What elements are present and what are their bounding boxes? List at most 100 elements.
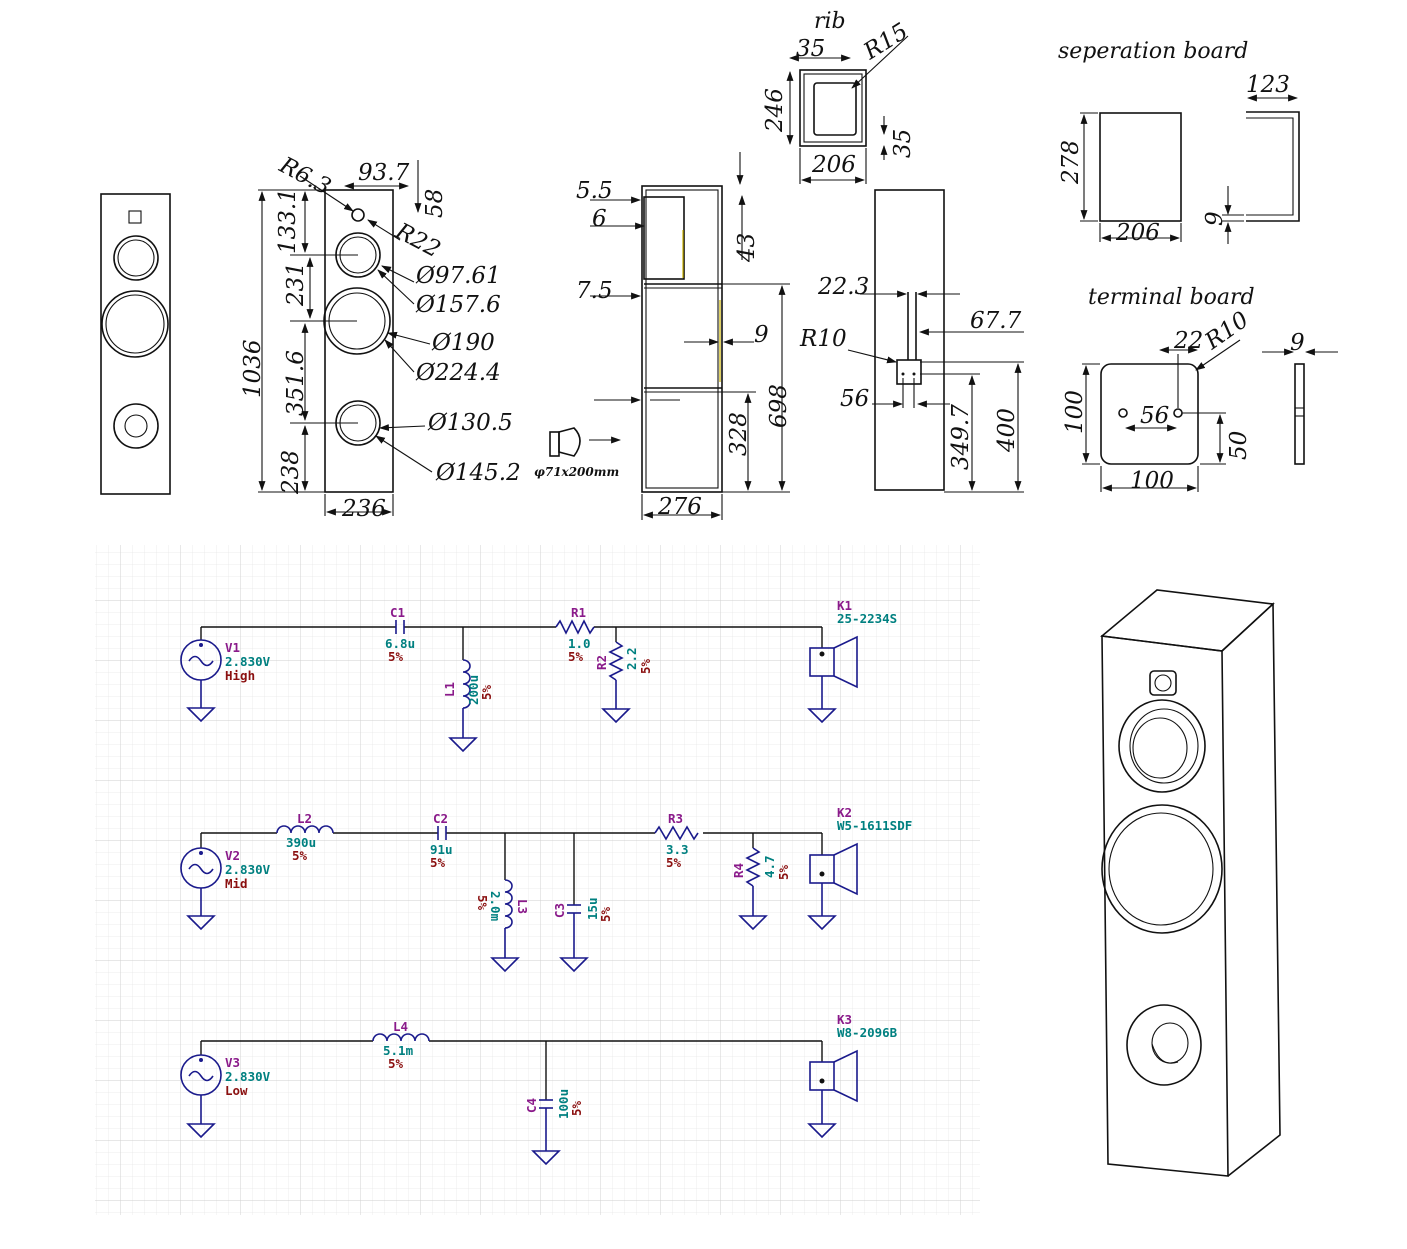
dim-58: 58	[422, 189, 448, 218]
rib-title: rib	[814, 9, 846, 34]
front-dimension-view: R6.3 93.7 58 133.1 R22 Ø97.61 Ø157.6 231…	[240, 152, 521, 522]
separation-board-view: seperation board 123 278 9 206	[1058, 39, 1300, 246]
side-section-view: 5.5 6 43 7.5 9 698 328 276 φ71x200mm	[534, 152, 792, 520]
v1-value: 2.830V	[225, 654, 271, 669]
l4-ref: L4	[393, 1019, 408, 1034]
dim-d145-2: Ø145.2	[435, 460, 521, 486]
v3-ref: V3	[225, 1055, 240, 1070]
rib-view: rib 35 R15 246 35 206	[762, 9, 916, 184]
l1-tol: 5%	[479, 684, 494, 700]
dim-93-7: 93.7	[358, 160, 410, 186]
l4-inductor-icon	[372, 1033, 430, 1042]
dim-43: 43	[734, 233, 760, 263]
r1-resistor-icon	[555, 619, 595, 635]
r4-value: 4.7	[762, 855, 777, 878]
k3-speaker-icon	[807, 1049, 858, 1139]
c2-ref: C2	[433, 811, 448, 826]
terminal-board-dim-r10: R10	[1200, 307, 1254, 356]
r3-tol: 5%	[666, 855, 682, 870]
terminal-board-dim-50: 50	[1226, 431, 1252, 460]
terminal-board-dim-56: 56	[1140, 403, 1169, 429]
separation-board-title: seperation board	[1058, 39, 1248, 64]
separation-dim-9: 9	[1202, 211, 1228, 226]
l1-inductor-icon	[448, 627, 478, 753]
v3-value: 2.830V	[225, 1069, 271, 1084]
v2-value: 2.830V	[225, 862, 271, 877]
dim-d157-6: Ø157.6	[415, 292, 501, 318]
c3-ref: C3	[552, 903, 567, 918]
dim-9: 9	[754, 322, 769, 348]
l2-ref: L2	[297, 811, 312, 826]
r4-ref: R4	[731, 863, 746, 878]
r2-tol: 5%	[638, 658, 653, 674]
r3-value: 3.3	[666, 842, 689, 857]
c1-ref: C1	[390, 605, 405, 620]
separation-dim-206: 206	[1115, 220, 1160, 246]
c2-value: 91u	[430, 842, 453, 857]
l4-tol: 5%	[388, 1056, 404, 1071]
c4-value: 100u	[556, 1089, 571, 1119]
front-outline-view	[100, 193, 171, 495]
v2-source-icon	[180, 847, 222, 931]
c1-capacitor-icon	[395, 620, 405, 634]
c3-tol: 5%	[598, 906, 613, 922]
dim-276: 276	[657, 494, 702, 520]
c4-capacitor-icon	[531, 1041, 561, 1166]
r3-ref: R3	[668, 811, 683, 826]
r1-tol: 5%	[568, 649, 584, 664]
speaker-3d-view	[1100, 589, 1281, 1177]
terminal-side-dim-400: 400	[994, 408, 1020, 453]
l2-inductor-icon	[276, 825, 334, 834]
terminal-side-dim-22-3: 22.3	[817, 274, 869, 300]
r1-value: 1.0	[568, 636, 591, 651]
c1-tol: 5%	[388, 649, 404, 664]
terminal-board-dim-9: 9	[1290, 330, 1305, 356]
c3-capacitor-icon	[559, 833, 589, 973]
k3-ref: K3	[837, 1012, 852, 1027]
mid-branch: V2 2.830V Mid L2 390u 5% C2 91u 5% L3 2.…	[180, 805, 912, 973]
dim-238: 238	[278, 450, 304, 495]
v2-name: Mid	[225, 876, 248, 891]
dim-7-5: 7.5	[576, 278, 613, 304]
dim-d130-5: Ø130.5	[427, 410, 513, 436]
l2-tol: 5%	[292, 848, 308, 863]
k2-speaker-icon	[807, 842, 858, 931]
c4-ref: C4	[524, 1098, 539, 1113]
rib-dim-r15: R15	[859, 18, 913, 65]
rib-dim-35-right: 35	[890, 129, 916, 158]
separation-dim-278: 278	[1058, 140, 1084, 185]
k3-value: W8-2096B	[837, 1025, 898, 1040]
dim-d224-4: Ø224.4	[415, 360, 501, 386]
port-tube-icon	[549, 427, 621, 457]
dim-231: 231	[283, 262, 309, 307]
r4-resistor-icon	[738, 833, 768, 931]
r1-ref: R1	[571, 605, 586, 620]
terminal-board-dim-100-v: 100	[1062, 390, 1088, 434]
v3-source-icon	[180, 1054, 222, 1139]
r2-ref: R2	[594, 655, 609, 670]
terminal-side-dim-67-7: 67.7	[970, 308, 1022, 334]
dim-698: 698	[766, 384, 792, 428]
low-branch: V3 2.830V Low L4 5.1m 5% C4 100u 5% K3 W…	[180, 1012, 898, 1166]
l3-value: 2.0m	[488, 891, 503, 922]
terminal-board-title: terminal board	[1088, 285, 1255, 310]
terminal-side-dim-r10: R10	[799, 326, 847, 352]
terminal-board-dim-22: 22	[1173, 328, 1203, 354]
separation-dim-123: 123	[1246, 72, 1290, 98]
k2-value: W5-1611SDF	[837, 818, 912, 833]
v3-name: Low	[225, 1083, 248, 1098]
r2-resistor-icon	[601, 627, 631, 724]
k1-speaker-icon	[807, 635, 858, 724]
k1-ref: K1	[837, 598, 852, 613]
l3-ref: L3	[515, 899, 530, 914]
terminal-board-dim-100-h: 100	[1130, 468, 1174, 494]
terminal-side-dim-349-7: 349.7	[948, 404, 974, 470]
terminal-side-view: 22.3 67.7 R10 56 349.7 400	[799, 189, 1024, 493]
v1-source-icon	[180, 639, 222, 723]
l4-value: 5.1m	[383, 1043, 414, 1058]
dim-351-6: 351.6	[283, 350, 309, 416]
dim-1036: 1036	[240, 339, 266, 398]
l1-ref: L1	[442, 682, 457, 697]
l1-value: 200u	[466, 675, 481, 705]
